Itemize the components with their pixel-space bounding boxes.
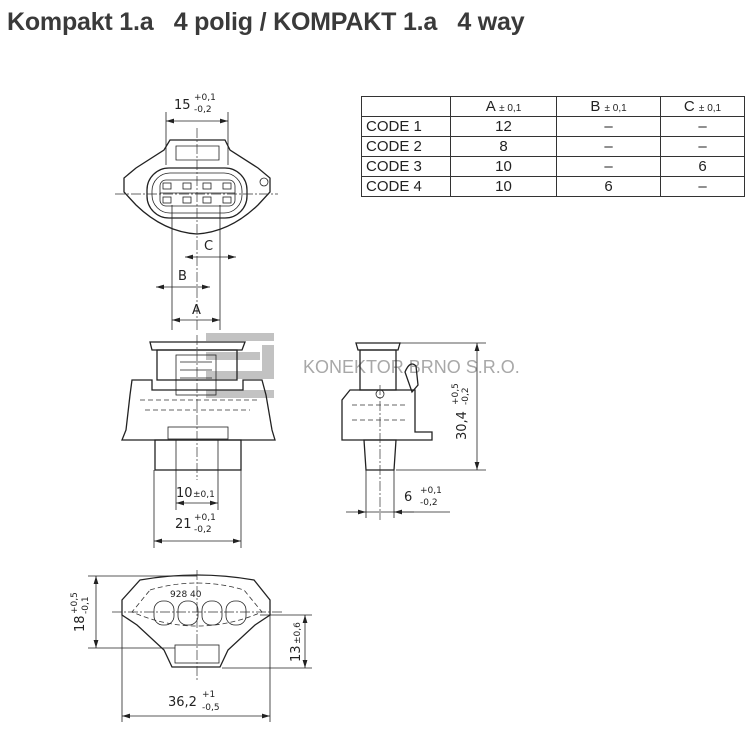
- dim-pitch: 10: [176, 486, 193, 501]
- side-view: 30,4 +0,5 -0,2 6 +0,1 -0,2: [341, 342, 486, 520]
- svg-text:-0,1: -0,1: [81, 596, 91, 614]
- svg-text:-0,2: -0,2: [461, 387, 471, 405]
- dim-label-b: B: [178, 269, 187, 284]
- page-title: Kompakt 1.a 4 polig / KOMPAKT 1.a 4 way: [7, 8, 525, 36]
- svg-text:-0,2: -0,2: [420, 498, 438, 508]
- dim-label-a: A: [192, 303, 201, 318]
- front-view: 10 ±0,1 21 +0,1 -0,2: [121, 335, 276, 548]
- svg-text:-0,2: -0,2: [194, 525, 212, 535]
- top-view: 15 +0,1 -0,2 C B A: [115, 93, 278, 330]
- dim-bottom-height: 18: [73, 615, 88, 632]
- dim-top-width: 15: [174, 98, 191, 113]
- code-cell: CODE 2: [361, 136, 451, 157]
- svg-text:+1: +1: [202, 690, 215, 700]
- svg-text:-0,5: -0,5: [202, 703, 220, 713]
- svg-text:±0,1: ±0,1: [193, 490, 215, 500]
- watermark-text: KONEKTOR BRNO S.R.O.: [303, 357, 520, 377]
- part-marking: 928 40: [170, 590, 202, 600]
- code-cell: CODE 4: [361, 176, 451, 197]
- dim-front-width: 21: [175, 517, 192, 532]
- svg-text:+0,1: +0,1: [194, 513, 216, 523]
- svg-text:±0,6: ±0,6: [293, 622, 303, 644]
- svg-text:+0,5: +0,5: [451, 383, 461, 405]
- svg-text:+0,1: +0,1: [194, 93, 216, 103]
- table-header-row: A ± 0,1 B ± 0,1 C ± 0,1: [361, 96, 745, 117]
- svg-text:-0,2: -0,2: [194, 105, 212, 115]
- dim-side-width: 6: [404, 490, 412, 505]
- bottom-view: 928 40 18 +0,5 -0,1 13 ±0,6 36,2 +1 -0,5: [70, 570, 312, 722]
- svg-text:+0,5: +0,5: [70, 592, 80, 614]
- dim-bottom-width: 36,2: [168, 695, 197, 710]
- code-cell: CODE 3: [361, 156, 451, 177]
- dim-bottom-offset: 13: [289, 645, 304, 662]
- dim-side-height: 30,4: [455, 411, 470, 440]
- c-cell: –: [660, 176, 745, 197]
- dim-label-c: C: [204, 239, 213, 254]
- watermark-logo: [206, 333, 274, 398]
- svg-text:+0,1: +0,1: [420, 486, 442, 496]
